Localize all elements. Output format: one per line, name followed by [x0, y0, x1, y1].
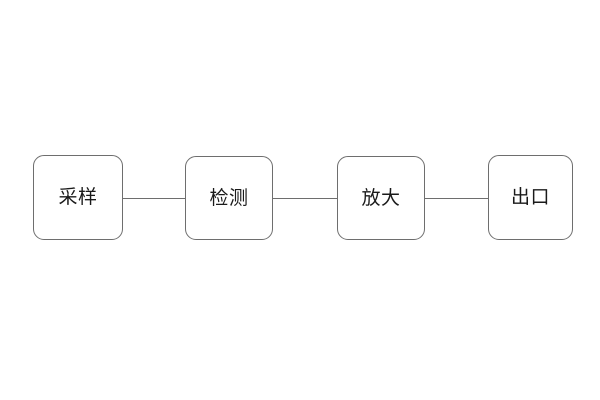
node-detection-label: 检测: [209, 186, 249, 209]
node-detection[interactable]: 检测: [185, 156, 273, 240]
node-amplification-label: 放大: [361, 186, 401, 209]
node-sampling[interactable]: 采样: [33, 155, 123, 240]
connector-amplification-to-outlet: [425, 198, 488, 199]
connector-detection-to-amplification: [273, 198, 337, 199]
node-amplification[interactable]: 放大: [337, 156, 425, 240]
connector-sampling-to-detection: [123, 198, 185, 199]
node-outlet[interactable]: 出口: [488, 155, 573, 240]
node-sampling-label: 采样: [58, 186, 98, 208]
node-outlet-label: 出口: [510, 186, 550, 208]
